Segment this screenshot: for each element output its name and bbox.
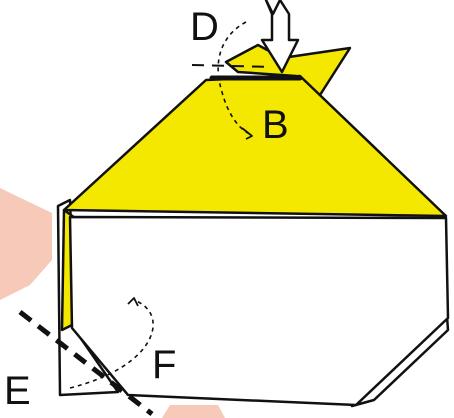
label-f: F <box>152 343 176 387</box>
fold-arrow-d-to-b <box>217 21 251 135</box>
fold-arrowhead-b <box>241 127 253 140</box>
hand-background-lower <box>162 405 225 418</box>
back-flap-left <box>56 198 120 397</box>
label-d: D <box>190 5 219 49</box>
hand-background-shape <box>0 188 52 300</box>
fold-arrowhead-f <box>127 297 139 307</box>
fold-line-dash-d <box>191 64 273 68</box>
push-down-arrow-icon <box>260 0 300 74</box>
upper-body-yellow <box>62 74 448 218</box>
fold-line-e <box>18 310 154 416</box>
label-e: E <box>4 369 31 413</box>
label-b: B <box>262 103 289 147</box>
lower-body-white <box>68 215 450 407</box>
top-flap-yellow <box>224 43 352 97</box>
